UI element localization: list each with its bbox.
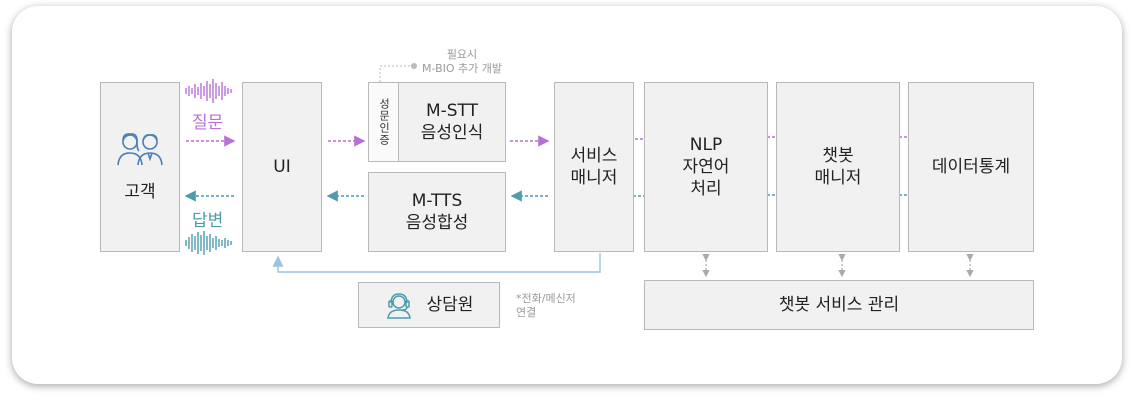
nlp-box: NLP 자연어 처리 [644,82,768,252]
agent-label: 상담원 [426,295,474,315]
note-dot [411,63,417,69]
stt-label: M-STT 음성인식 [420,101,484,143]
voiceprint-auth-label: 성문인증 [377,98,391,146]
chatbot-manager-label: 챗봇 매니저 [814,146,862,188]
customers-icon [117,133,163,166]
answer-label: 답변 [192,211,224,231]
service-manager-box: 서비스 매니저 [554,82,634,252]
chatbot-admin-box: 챗봇 서비스 관리 [644,280,1034,330]
agent-box: 상담원 [358,282,500,328]
data-stats-box: 데이터통계 [908,82,1034,252]
question-label: 질문 [192,113,224,133]
tts-label: M-TTS 음성합성 [405,191,469,233]
mbio-note: 필요시 M-BIO 추가 개발 [422,48,502,75]
chatbot-admin-label: 챗봇 서비스 관리 [778,295,900,315]
data-stats-label: 데이터통계 [931,157,1011,177]
transfer-note: *전화/메신저 연결 [516,292,576,319]
ui-label: UI [273,157,291,177]
customer-box: 고객 [100,82,180,252]
service-manager-label: 서비스 매니저 [570,146,618,188]
customer-label: 고객 [124,182,156,202]
ui-box: UI [242,82,322,252]
sound-wave-icon [185,79,232,103]
arrow-service-return-to-ui [272,253,601,273]
tts-box: M-TTS 음성합성 [368,172,506,252]
voiceprint-auth-box: 성문인증 [369,83,399,161]
note-connector [379,65,414,82]
nlp-label: NLP 자연어 처리 [682,135,730,199]
stt-box: 성문인증 M-STT 음성인식 [368,82,506,162]
sound-wave-icon [185,231,232,255]
agent-headset-icon [386,293,411,319]
chatbot-manager-box: 챗봇 매니저 [776,82,900,252]
